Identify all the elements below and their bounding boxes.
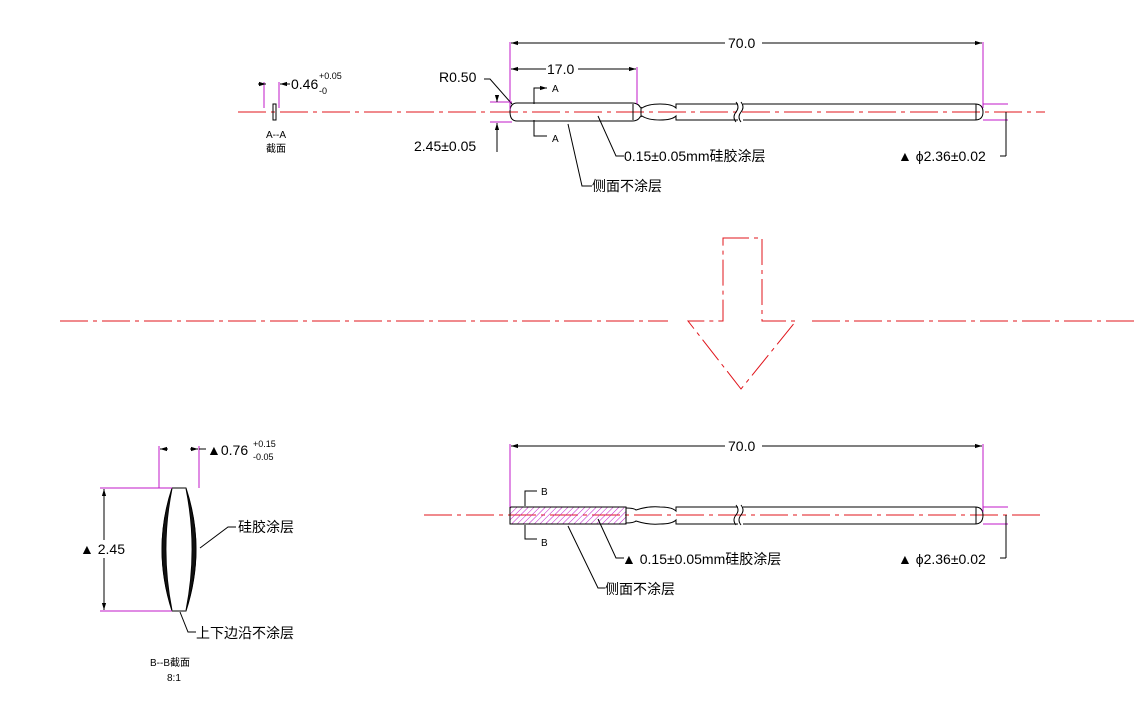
aa-thickness-sub: -0 <box>319 86 327 96</box>
bottom-diameter-dimension: ▲ ϕ2.36±0.02 <box>898 506 1008 567</box>
top-sublength-text: 17.0 <box>547 61 574 77</box>
section-b-top: B <box>541 487 548 498</box>
bb-section-title: B--B截面 <box>150 656 190 669</box>
bottom-side-note-leader: 侧面不涂层 <box>567 525 675 597</box>
bb-thickness-sub: -0.05 <box>253 452 274 462</box>
section-aa-small: 0.46 +0.05 -0 A--A 截面 <box>258 71 342 155</box>
section-a-bottom: A <box>552 134 559 145</box>
bottom-tube <box>509 504 984 526</box>
top-length-dimension: 70.0 <box>509 35 984 110</box>
top-diameter-dimension: ▲ ϕ2.36±0.02 <box>898 103 1008 164</box>
top-side-note-text: 侧面不涂层 <box>592 178 662 194</box>
top-coating-leader: 0.15±0.05mm硅胶涂层 <box>597 115 766 164</box>
top-view: 0.46 +0.05 -0 A--A 截面 70.0 <box>238 35 1045 194</box>
down-arrow-icon <box>686 237 798 390</box>
bottom-side-note-text: 侧面不涂层 <box>605 581 675 597</box>
top-sublength-dimension: 17.0 <box>511 61 638 104</box>
bottom-diameter-text: ▲ ϕ2.36±0.02 <box>898 551 986 567</box>
bottom-coating-leader: ▲ 0.15±0.05mm硅胶涂层 <box>597 518 781 567</box>
section-b-bottom: B <box>541 538 548 549</box>
bb-edge-text: 上下边沿不涂层 <box>196 625 294 641</box>
section-a-top: A <box>552 84 559 95</box>
aa-thickness-sup: +0.05 <box>319 71 342 81</box>
bottom-length-dimension: 70.0 <box>509 438 984 512</box>
top-radius-text: R0.50 <box>439 69 477 85</box>
top-radius-leader: R0.50 <box>439 69 513 105</box>
bottom-section-b-marker: B B <box>524 487 548 549</box>
top-height-text: 2.45±0.05 <box>414 138 476 154</box>
top-coating-text: 0.15±0.05mm硅胶涂层 <box>624 148 766 164</box>
bb-coating-text: 硅胶涂层 <box>238 519 294 535</box>
section-bb-coating-left <box>161 488 173 611</box>
bottom-length-text: 70.0 <box>728 438 755 454</box>
bb-thickness-sup: +0.15 <box>253 439 276 449</box>
top-length-text: 70.0 <box>728 35 755 51</box>
aa-thickness-base: 0.46 <box>291 76 318 92</box>
top-section-a-marker: A A <box>533 84 559 145</box>
bb-thickness-base: ▲0.76 <box>207 442 248 458</box>
top-height-dimension: 2.45±0.05 <box>414 95 512 154</box>
aa-section-label: 截面 <box>266 142 286 155</box>
top-side-note-leader: 侧面不涂层 <box>567 123 662 194</box>
section-bb: ▲0.76 +0.15 -0.05 ▲ 2.45 硅胶涂层 上下边沿不涂层 B-… <box>80 439 294 684</box>
bb-height-text: ▲ 2.45 <box>80 541 125 557</box>
transition-arrow <box>60 237 1136 390</box>
bb-section-scale: 8:1 <box>167 673 181 684</box>
section-bb-coating-right <box>185 488 197 611</box>
aa-section-title: A--A <box>266 130 286 141</box>
bottom-coating-text: ▲ 0.15±0.05mm硅胶涂层 <box>622 551 781 567</box>
top-diameter-text: ▲ ϕ2.36±0.02 <box>898 148 986 164</box>
bottom-view: 70.0 B B ▲ 0.15±0.05mm硅胶涂层 侧面不涂层 ▲ ϕ2.36… <box>424 438 1045 597</box>
